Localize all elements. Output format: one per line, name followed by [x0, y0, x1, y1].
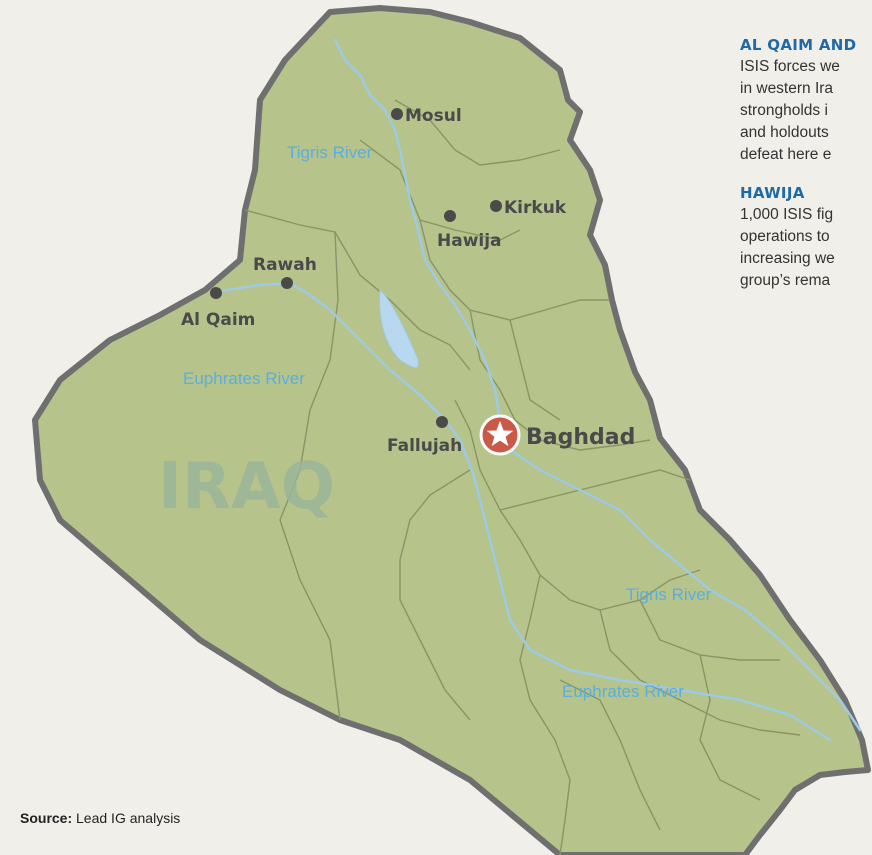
panel-heading-hawija: HAWIJA	[740, 184, 805, 202]
tigris-river-line	[333, 38, 862, 732]
city-dot-kirkuk	[490, 200, 502, 212]
panel-line: increasing we	[740, 250, 835, 267]
city-label-fallujah: Fallujah	[387, 436, 462, 456]
city-label-kirkuk: Kirkuk	[504, 198, 567, 218]
river-label-tigris-north: Tigris River	[287, 143, 373, 162]
panel-text-al-qaim: ISIS forces we in western Ira stronghold…	[740, 56, 872, 166]
panel-line: 1,000 ISIS fig	[740, 206, 834, 223]
panel-line: in western Ira	[740, 80, 834, 97]
star-icon	[486, 421, 514, 447]
city-dot-al-qaim	[210, 287, 222, 299]
city-dot-mosul	[391, 108, 403, 120]
lake-tharthar	[379, 288, 419, 368]
city-label-al-qaim: Al Qaim	[181, 310, 255, 330]
panel-line: group’s rema	[740, 272, 831, 289]
city-dot-rawah	[281, 277, 293, 289]
panel-line: defeat here e	[740, 146, 832, 163]
source-note: Source: Lead IG analysis	[20, 810, 180, 826]
city-markers: Mosul Kirkuk Hawija Rawah Al Qaim Falluj…	[181, 106, 567, 456]
city-dot-fallujah	[436, 416, 448, 428]
panel-line: strongholds i	[740, 102, 828, 119]
panel-heading-al-qaim: AL QAIM AND	[740, 36, 857, 54]
capital-marker: Baghdad	[479, 414, 635, 456]
city-label-mosul: Mosul	[405, 106, 462, 126]
river-label-euphrates-west: Euphrates River	[183, 369, 305, 388]
river-label-euphrates-south: Euphrates River	[562, 682, 684, 701]
river-label-tigris-south: Tigris River	[626, 585, 712, 604]
panel-section-hawija: HAWIJA 1,000 ISIS fig operations to incr…	[740, 182, 872, 308]
info-panel: AL QAIM AND ISIS forces we in western Ir…	[740, 34, 872, 308]
iraq-country-shape	[32, 5, 871, 855]
city-label-hawija: Hawija	[437, 231, 502, 251]
panel-line: ISIS forces we	[740, 58, 840, 75]
country-label: IRAQ	[158, 450, 335, 524]
rivers	[213, 38, 862, 742]
city-dot-hawija	[444, 210, 456, 222]
source-label: Source:	[20, 810, 73, 826]
panel-line: and holdouts	[740, 124, 829, 141]
province-borders	[244, 99, 801, 855]
euphrates-river-line	[213, 281, 832, 742]
capital-label-baghdad: Baghdad	[526, 425, 635, 450]
panel-line: operations to	[740, 228, 830, 245]
panel-text-hawija: 1,000 ISIS fig operations to increasing …	[740, 204, 872, 292]
city-label-rawah: Rawah	[253, 255, 317, 275]
panel-section-al-qaim: AL QAIM AND ISIS forces we in western Ir…	[740, 34, 872, 182]
source-text: Lead IG analysis	[76, 810, 181, 826]
